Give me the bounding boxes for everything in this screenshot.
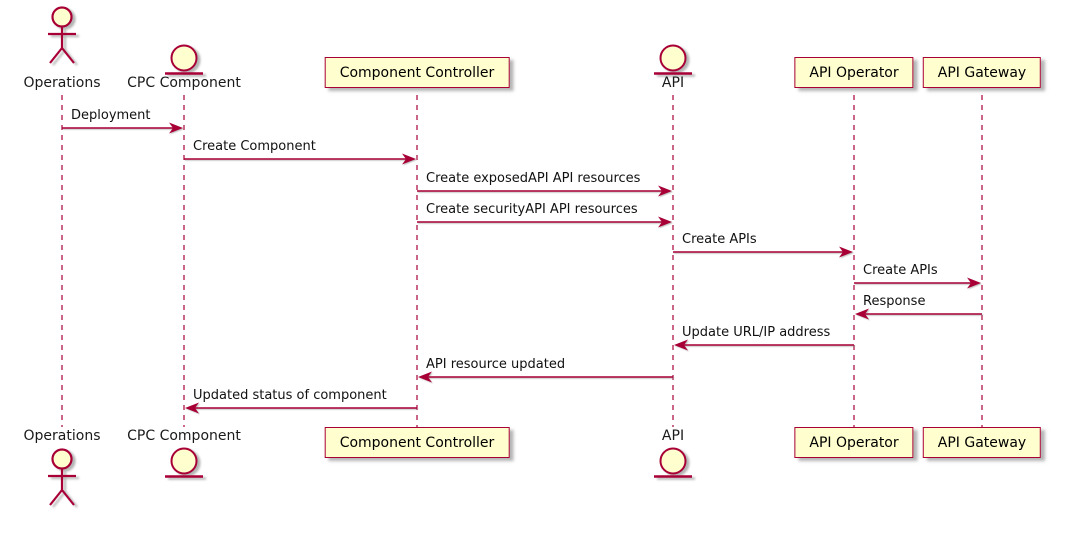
participant-label-operations: Operations xyxy=(23,428,101,444)
actor-icon xyxy=(48,448,76,506)
message-arrow-5 xyxy=(854,277,981,289)
message-label-8: API resource updated xyxy=(426,357,566,372)
message-arrow-8 xyxy=(418,371,673,383)
message-label-4: Create APIs xyxy=(682,232,757,247)
entity-icon xyxy=(165,44,203,75)
participant-label-operations: Operations xyxy=(23,75,101,91)
entity-icon xyxy=(654,447,692,478)
participant-label-cpc-component: CPC Component xyxy=(127,428,241,444)
message-arrow-1 xyxy=(184,153,416,165)
arrowhead-icon xyxy=(418,371,432,383)
message-arrow-3 xyxy=(417,216,672,228)
arrowhead-icon xyxy=(169,122,183,134)
message-arrow-0 xyxy=(62,122,183,134)
arrowhead-icon xyxy=(185,402,199,414)
message-arrow-9 xyxy=(185,402,417,414)
message-label-7: Update URL/IP address xyxy=(682,325,831,340)
message-arrow-6 xyxy=(855,308,982,320)
participant-box-component-controller: Component Controller xyxy=(324,57,510,88)
message-arrow-7 xyxy=(674,339,854,351)
participant-label-api: API xyxy=(661,428,685,444)
participant-box-api-gateway: API Gateway xyxy=(922,57,1042,88)
message-arrow-2 xyxy=(417,185,672,197)
arrowhead-icon xyxy=(658,185,672,197)
participant-box-component-controller: Component Controller xyxy=(324,427,510,458)
message-label-3: Create securityAPI API resources xyxy=(426,202,638,217)
participant-label-api: API xyxy=(661,75,685,91)
participant-box-api-operator: API Operator xyxy=(794,57,914,88)
message-arrow-4 xyxy=(673,246,853,258)
participant-box-api-gateway: API Gateway xyxy=(922,427,1042,458)
entity-icon xyxy=(165,447,203,478)
arrowhead-icon xyxy=(402,153,416,165)
participant-label-cpc-component: CPC Component xyxy=(127,75,241,91)
message-label-0: Deployment xyxy=(71,108,151,123)
arrowhead-icon xyxy=(674,339,688,351)
message-label-2: Create exposedAPI API resources xyxy=(426,171,641,186)
message-label-5: Create APIs xyxy=(863,263,938,278)
participant-box-api-operator: API Operator xyxy=(794,427,914,458)
arrowhead-icon xyxy=(967,277,981,289)
arrowhead-icon xyxy=(855,308,869,320)
message-label-9: Updated status of component xyxy=(193,388,387,403)
actor-icon xyxy=(48,6,76,64)
message-label-1: Create Component xyxy=(193,139,316,154)
arrowhead-icon xyxy=(839,246,853,258)
message-label-6: Response xyxy=(863,294,926,309)
entity-icon xyxy=(654,44,692,75)
arrowhead-icon xyxy=(658,216,672,228)
